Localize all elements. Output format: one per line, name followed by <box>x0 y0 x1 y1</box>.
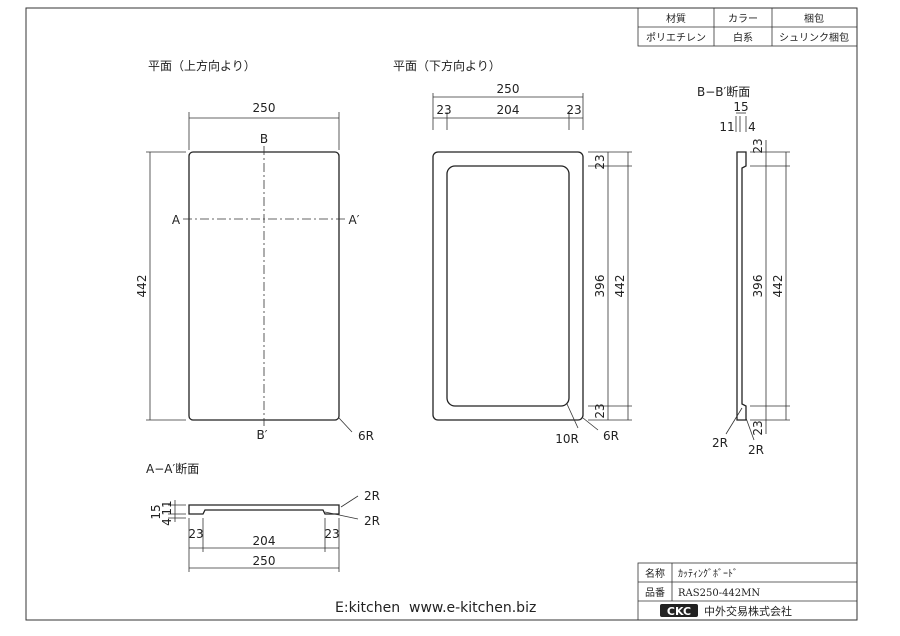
section-aa-inner-width: 204 <box>253 534 276 548</box>
packing-header: 梱包 <box>804 12 824 25</box>
section-bb-margin-top: 23 <box>751 138 765 153</box>
bottom-view-inner-height: 396 <box>593 275 607 298</box>
bottom-view: 平面（下方向より） 250 23 204 23 23 396 442 23 10… <box>393 58 632 446</box>
bottom-view-margin-left: 23 <box>436 103 451 117</box>
bottom-view-recess-outline <box>446 165 570 407</box>
section-bb-profile <box>736 151 747 421</box>
section-aa-thickness: 15 <box>149 504 163 519</box>
section-bb-inner-height: 396 <box>751 275 765 298</box>
bottom-view-board-outline <box>432 151 584 421</box>
top-view-title: 平面（上方向より） <box>148 58 256 73</box>
company-name: 中外交易株式会社 <box>704 604 792 618</box>
section-bb-margin-bottom: 23 <box>751 420 765 435</box>
section-aa-view: A−A′断面 15 11 4 2R 2R 23 23 204 250 <box>146 461 380 572</box>
section-aa-groove-depth: 4 <box>160 518 174 526</box>
part-label: 品番 <box>645 587 665 599</box>
color-value: 白系 <box>733 31 753 44</box>
section-aa-radius-a: 2R <box>364 489 380 503</box>
bottom-view-inner-radius: 10R <box>555 432 579 446</box>
company-logo-mark <box>660 604 698 617</box>
top-view-width: 250 <box>253 101 276 115</box>
section-aa-radius-b: 2R <box>364 514 380 528</box>
bottom-view-margin-top: 23 <box>593 154 607 169</box>
bottom-view-margin-bottom: 23 <box>593 403 607 418</box>
bottom-view-width: 250 <box>497 82 520 96</box>
top-view: 平面（上方向より） 250 442 B B′ A A′ 6R <box>135 58 374 443</box>
company-logo: CKC <box>667 605 691 618</box>
section-aa-margin-left: 23 <box>188 527 203 541</box>
top-view-label-b: B <box>260 132 268 146</box>
title-block-bottom: 名称 ｶｯﾃｨﾝｸﾞﾎﾞｰﾄﾞ 品番 RAS250-442MN CKC 中外交易… <box>637 562 858 621</box>
section-bb-radius-a: 2R <box>712 436 728 450</box>
section-bb-radius-b: 2R <box>748 443 764 457</box>
section-aa-base: 11 <box>160 500 174 515</box>
title-block-top: 材質 カラー 梱包 ポリエチレン 白系 シュリンク梱包 <box>637 7 858 47</box>
top-view-label-a-prime: A′ <box>349 213 360 227</box>
top-view-corner-radius: 6R <box>358 429 374 443</box>
bottom-view-title: 平面（下方向より） <box>393 58 501 73</box>
part-value: RAS250-442MN <box>678 588 760 599</box>
section-aa-width: 250 <box>253 554 276 568</box>
bottom-view-inner-width: 204 <box>497 103 520 117</box>
material-value: ポリエチレン <box>646 32 706 44</box>
bottom-view-height: 442 <box>613 275 627 298</box>
color-header: カラー <box>728 13 758 25</box>
top-view-label-b-prime: B′ <box>257 428 268 442</box>
bottom-view-margin-right: 23 <box>566 103 581 117</box>
name-value: ｶｯﾃｨﾝｸﾞﾎﾞｰﾄﾞ <box>678 568 738 580</box>
footer-brand-text: E:kitchen www.e-kitchen.biz <box>335 600 536 616</box>
section-bb-height: 442 <box>771 275 785 298</box>
section-bb-view: B−B′断面 15 11 4 23 396 442 23 2R 2R <box>697 84 790 457</box>
section-aa-margin-right: 23 <box>324 527 339 541</box>
section-aa-profile <box>188 504 340 515</box>
top-view-height: 442 <box>135 275 149 298</box>
section-bb-groove-depth: 4 <box>748 120 756 134</box>
packing-value: シュリンク梱包 <box>779 31 849 44</box>
bottom-view-outer-radius: 6R <box>603 429 619 443</box>
top-view-label-a: A <box>172 213 181 227</box>
section-bb-title: B−B′断面 <box>697 84 750 99</box>
name-label: 名称 <box>645 567 665 580</box>
section-bb-thickness: 15 <box>733 100 748 114</box>
material-header: 材質 <box>666 12 686 25</box>
drawing-frame <box>25 7 858 621</box>
section-bb-base: 11 <box>719 120 734 134</box>
section-aa-title: A−A′断面 <box>146 461 199 476</box>
